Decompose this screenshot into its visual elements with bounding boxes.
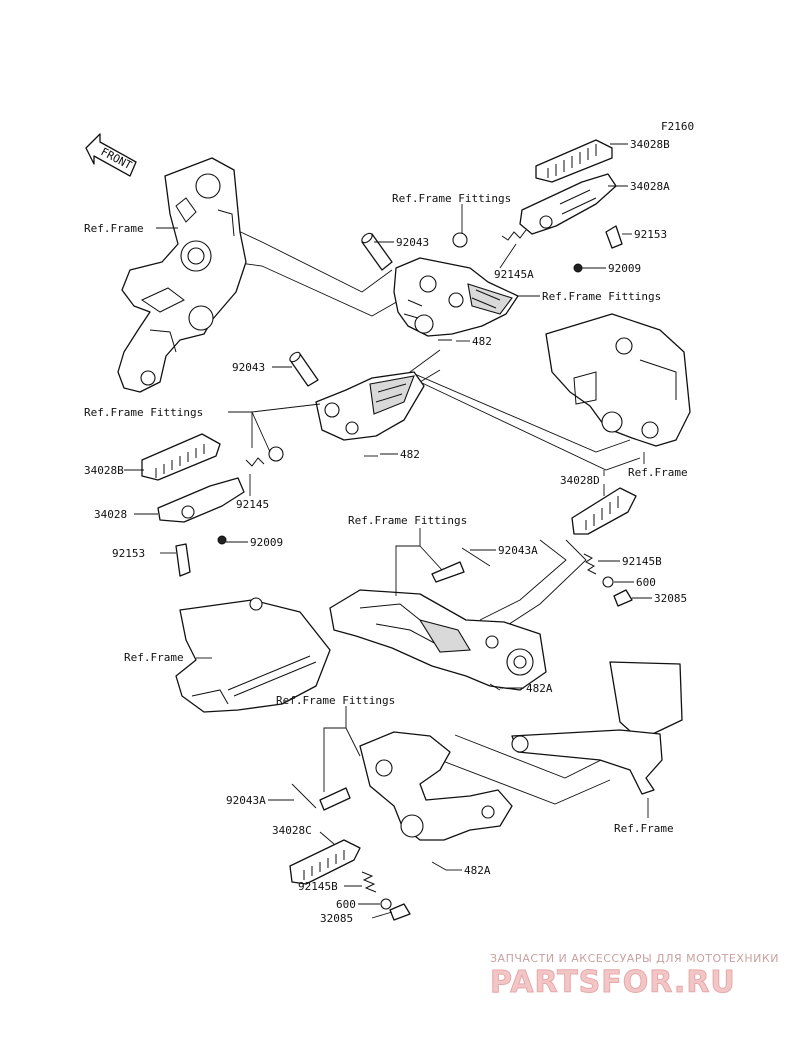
ball-600-lower xyxy=(380,898,392,910)
label-92145: 92145 xyxy=(236,498,269,511)
label-482A-center: 482A xyxy=(526,682,553,695)
label-92145B-lower: 92145B xyxy=(298,880,338,893)
label-600-lower: 600 xyxy=(336,898,356,911)
pin-92043A-center xyxy=(461,547,491,567)
label-34028A: 34028A xyxy=(630,180,670,193)
frame-lower-left xyxy=(175,597,331,713)
pin-482A-center xyxy=(489,683,501,691)
label-600-right: 600 xyxy=(636,576,656,589)
label-ref-frame-right-middle: Ref.Frame xyxy=(628,466,688,479)
label-34028C: 34028C xyxy=(272,824,312,837)
plate-32085-right xyxy=(613,589,633,607)
front-arrow-icon: FRONT xyxy=(85,133,137,177)
bolt-92153-upper xyxy=(605,225,623,249)
label-ref-frame-fittings-top: Ref.Frame Fittings xyxy=(392,192,511,205)
pin-92043A-lower xyxy=(291,783,317,809)
bolt-92009-left xyxy=(217,535,227,545)
footpeg-34028A xyxy=(519,173,617,235)
label-34028B-top: 34028B xyxy=(630,138,670,151)
bolt-center xyxy=(431,561,465,583)
passenger-bracket-lower xyxy=(359,731,513,841)
label-482A-lower: 482A xyxy=(464,864,491,877)
footpeg-34028C xyxy=(289,839,361,885)
frame-upper-left xyxy=(117,157,247,393)
label-ref-frame-fittings-left: Ref.Frame Fittings xyxy=(84,406,203,419)
label-92009-left: 92009 xyxy=(250,536,283,549)
label-482-middle: 482 xyxy=(400,448,420,461)
label-32085-right: 32085 xyxy=(654,592,687,605)
label-92043-middle: 92043 xyxy=(232,361,265,374)
label-92153-left: 92153 xyxy=(112,547,145,560)
label-ref-frame-lower-right: Ref.Frame xyxy=(614,822,674,835)
watermark: ЗАПЧАСТИ И АКСЕССУАРЫ ДЛЯ МОТОТЕХНИКИ PA… xyxy=(490,952,779,1001)
label-92043-top: 92043 xyxy=(396,236,429,249)
bolt-head-middle xyxy=(268,446,284,462)
label-leaders xyxy=(124,143,652,919)
label-ref-frame-lower-left: Ref.Frame xyxy=(124,651,184,664)
footpeg-34028D xyxy=(571,487,637,535)
label-32085-lower: 32085 xyxy=(320,912,353,925)
bolt-92009-upper xyxy=(573,263,583,273)
label-34028: 34028 xyxy=(94,508,127,521)
label-ref-frame-fittings-lower: Ref.Frame Fittings xyxy=(276,694,395,707)
watermark-brand: PARTSFOR.RU xyxy=(490,965,736,1000)
spring-92145B-right xyxy=(583,553,597,575)
label-ref-frame-fittings-right: Ref.Frame Fittings xyxy=(542,290,661,303)
label-92009-top: 92009 xyxy=(608,262,641,275)
plate-32085-lower xyxy=(389,903,411,921)
frame-lower-right xyxy=(511,661,683,795)
frame-right-middle xyxy=(545,313,691,447)
watermark-subtitle: ЗАПЧАСТИ И АКСЕССУАРЫ ДЛЯ МОТОТЕХНИКИ xyxy=(490,952,779,965)
label-92043A-lower: 92043A xyxy=(226,794,266,807)
bolt-92153-left xyxy=(175,543,191,577)
label-ref-frame-fittings-center: Ref.Frame Fittings xyxy=(348,514,467,527)
bolt-lower xyxy=(319,787,351,811)
rider-bracket-right xyxy=(393,257,519,337)
spring-92145 xyxy=(245,457,265,467)
rider-bracket-left xyxy=(315,371,425,441)
label-ref-frame-top-left: Ref.Frame xyxy=(84,222,144,235)
label-92145A: 92145A xyxy=(494,268,534,281)
ball-600-right xyxy=(602,576,614,588)
spring-92145A xyxy=(501,229,527,241)
pin-92043-upper xyxy=(361,232,393,271)
label-92043A-center: 92043A xyxy=(498,544,538,557)
footpeg-34028B-left xyxy=(141,433,221,481)
spring-92145B-lower xyxy=(361,871,377,893)
pin-92043-middle xyxy=(289,351,319,387)
part-labels: Ref.Frame Ref.Frame Fittings 34028B 3402… xyxy=(84,138,688,925)
passenger-bracket-center xyxy=(329,589,547,691)
footpeg-34028B xyxy=(535,139,613,183)
connector-lines xyxy=(231,227,641,805)
label-92153-top: 92153 xyxy=(634,228,667,241)
label-34028B-left: 34028B xyxy=(84,464,124,477)
bolt-head-upper xyxy=(452,232,468,248)
label-92145B-right: 92145B xyxy=(622,555,662,568)
pin-482A-lower xyxy=(431,861,447,871)
diagram-code: F2160 xyxy=(661,120,694,133)
footpeg-34028-left xyxy=(157,477,245,523)
label-482-top: 482 xyxy=(472,335,492,348)
label-34028D: 34028D xyxy=(560,474,600,487)
